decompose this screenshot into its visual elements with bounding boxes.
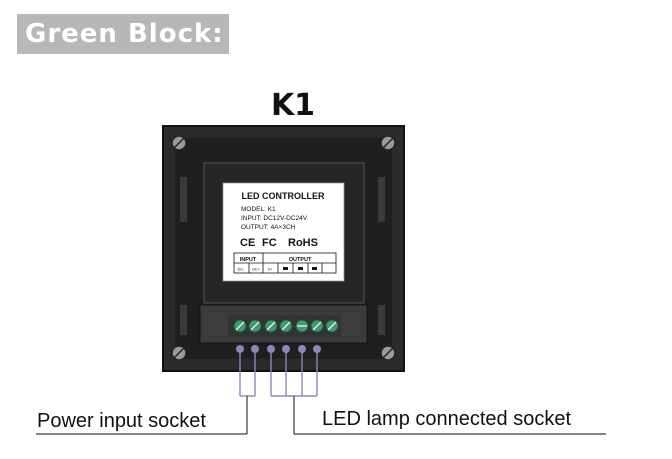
right-clip-bottom [378, 305, 385, 335]
terminal-table [233, 252, 337, 274]
terminal-screw-icon [248, 319, 262, 333]
label-input: INPUT: DC12V-DC24V [241, 215, 308, 222]
screw-icon [380, 345, 396, 361]
table-cell: DC- [237, 267, 245, 272]
led-wires [270, 349, 318, 397]
model-heading: K1 [270, 88, 316, 123]
fc-mark: FC [262, 237, 277, 249]
led-socket-label: LED lamp connected socket [322, 408, 572, 430]
screw-icon [380, 135, 396, 151]
product-label [222, 182, 345, 282]
terminal-screw-icon [264, 319, 278, 333]
terminal-screw-icon [279, 319, 293, 333]
ce-mark: CE [240, 237, 255, 249]
terminal-screw-icon [325, 319, 339, 333]
terminal-screw-icon [233, 319, 247, 333]
label-model: MODEL: K1 [241, 206, 276, 213]
screw-icon [171, 345, 187, 361]
leader-lines [36, 396, 606, 435]
table-input-header: INPUT [240, 257, 257, 263]
rohs-mark: RoHS [288, 237, 318, 249]
screw-icon [171, 135, 187, 151]
table-cell: V+ [267, 267, 273, 272]
right-clip-top [378, 177, 385, 222]
terminal-screw-icon [310, 319, 324, 333]
label-output: OUTPUT: 4A×3CH [241, 224, 296, 231]
terminal-screw-icon [295, 319, 309, 333]
table-output-header: OUTPUT [289, 257, 312, 263]
output-cell-marks [283, 267, 317, 270]
section-title: Green Block: [25, 19, 224, 49]
left-clip-bottom [180, 305, 187, 335]
label-title: LED CONTROLLER [242, 191, 325, 201]
section-header: Green Block: [17, 14, 229, 54]
power-socket-label: Power input socket [37, 410, 206, 432]
table-cell: DC+ [252, 267, 261, 272]
left-clip-top [180, 177, 187, 222]
